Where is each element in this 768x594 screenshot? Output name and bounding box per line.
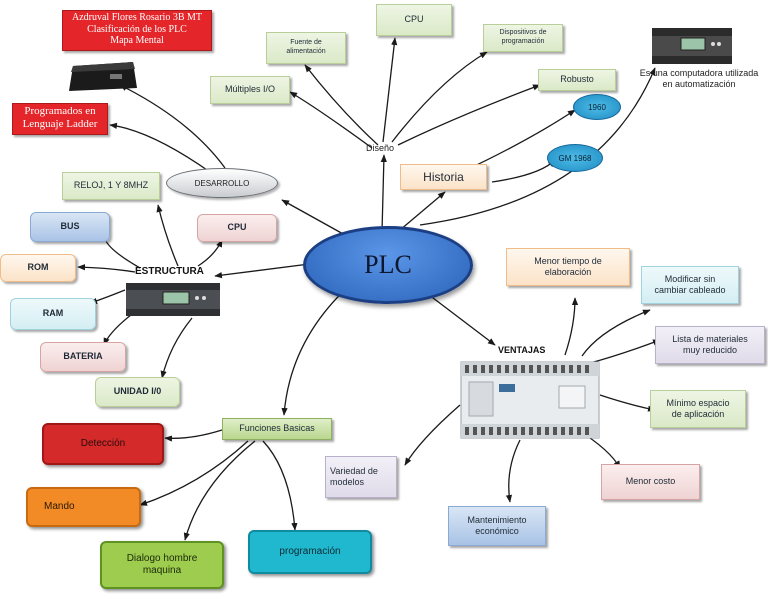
plc-logic-module-icon	[126, 283, 220, 316]
menor-tiempo-line1: Menor tiempo de	[534, 255, 602, 266]
historia-box: Historia	[400, 164, 487, 190]
rom-label: ROM	[27, 262, 49, 273]
title-type: Mapa Mental	[110, 35, 164, 46]
bateria-box: BATERIA	[40, 342, 126, 372]
modificar-line1: Modificar sin	[664, 273, 716, 284]
minimo-line1: Mínimo espacio	[666, 397, 730, 408]
lista-line2: muy reducido	[682, 345, 737, 355]
diseno-label: Diseño	[366, 143, 395, 153]
ventajas-label: VENTAJAS	[498, 345, 546, 355]
cpu-estructura-box: CPU	[197, 214, 277, 242]
ram-label: RAM	[42, 308, 64, 319]
cpu-diseno-box: CPU	[376, 4, 452, 36]
programados-box: Programados en Lenguaje Ladder	[12, 103, 108, 135]
computadora-line1: Es una computadora utilizada	[639, 68, 759, 78]
ram-box: RAM	[10, 298, 96, 330]
reloj-label: RELOJ, 1 Y 8MHZ	[73, 180, 149, 191]
modificar-line2: cambiar cableado	[654, 285, 726, 295]
title-author: Azdruval Flores Rosario 3B MT	[72, 12, 202, 23]
unidad-io-label: UNIDAD I/0	[113, 386, 162, 397]
dialogo-line2: maquina	[142, 565, 182, 576]
funciones-basicas-box: Funciones Basicas	[222, 418, 332, 440]
dialogo-line1: Dialogo hombre	[126, 552, 198, 564]
gm-1968-label: GM 1968	[558, 153, 592, 163]
mantenimiento-line1: Mantenimiento	[467, 514, 527, 525]
multiples-io-box: Múltiples I/O	[210, 76, 290, 104]
historia-label: Historia	[423, 169, 464, 184]
robusto-box: Robusto	[538, 69, 616, 91]
bateria-label: BATERIA	[63, 351, 103, 362]
multiples-io-label: Múltiples I/O	[224, 84, 275, 95]
plc-center-node: PLC	[303, 226, 473, 304]
programacion-box: programación	[248, 530, 372, 574]
mando-label: Mando	[44, 500, 75, 512]
fuente-line1: Fuente de	[290, 39, 322, 47]
deteccion-label: Detección	[80, 437, 126, 449]
minimo-line2: de aplicación	[671, 409, 725, 419]
variedad-line2: modelos	[330, 477, 365, 487]
plc-module-icon	[69, 62, 137, 91]
menor-costo-box: Menor costo	[601, 464, 700, 500]
mando-box: Mando	[26, 487, 141, 527]
reloj-box: RELOJ, 1 Y 8MHZ	[62, 172, 160, 200]
programacion-label: programación	[279, 545, 341, 557]
deteccion-box: Detección	[42, 423, 164, 465]
bus-label: BUS	[60, 221, 80, 232]
mantenimiento-line2: económico	[475, 526, 519, 536]
unidad-io-box: UNIDAD I/0	[95, 377, 180, 407]
menor-tiempo-line2: elaboración	[544, 267, 592, 277]
variedad-line1: Variedad de	[330, 465, 378, 476]
computadora-text: Es una computadora utilizada en automati…	[636, 68, 762, 90]
cpu-diseno-label: CPU	[404, 14, 424, 25]
fuente-line2: alimentación	[286, 48, 326, 55]
plc-logic-module-icon	[652, 28, 732, 64]
title-box: Azdruval Flores Rosario 3B MT Clasificac…	[62, 10, 212, 51]
year-1960-label: 1960	[588, 102, 606, 112]
menor-costo-label: Menor costo	[625, 476, 676, 487]
desarrollo-node: DESARROLLO	[166, 168, 278, 198]
title-subject: Clasificación de los PLC	[87, 23, 187, 35]
plc-controller-icon	[460, 361, 600, 439]
gm-1968-node: GM 1968	[547, 144, 603, 172]
dispositivos-line2: programación	[501, 38, 545, 45]
robusto-label: Robusto	[560, 74, 594, 85]
year-1960-node: 1960	[573, 94, 621, 120]
plc-center-label: PLC	[364, 250, 412, 279]
dispositivos-line1: Dispositivos de	[499, 29, 547, 37]
lista-line1: Lista de materiales	[672, 333, 748, 344]
programados-line2: Lenguaje Ladder	[22, 117, 98, 130]
cpu-estructura-label: CPU	[227, 222, 247, 233]
funciones-basicas-label: Funciones Basicas	[239, 423, 315, 434]
computadora-line2: en automatización	[662, 78, 736, 89]
bus-box: BUS	[30, 212, 110, 242]
desarrollo-label: DESARROLLO	[194, 178, 250, 188]
programados-line1: Programados en	[24, 105, 96, 117]
estructura-label: ESTRUCTURA	[135, 266, 204, 277]
rom-box: ROM	[0, 254, 76, 282]
